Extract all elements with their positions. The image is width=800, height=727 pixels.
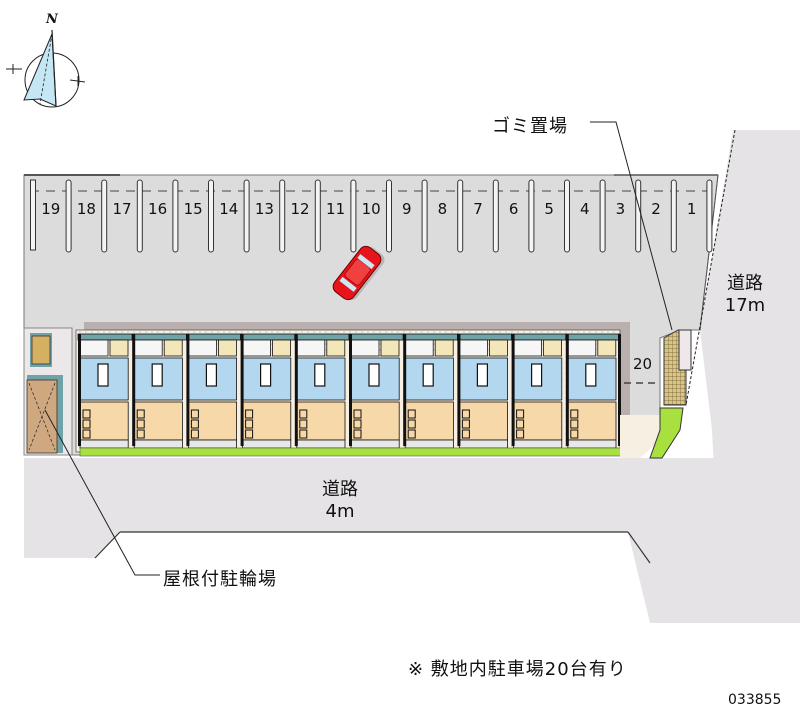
parking-space-number: 1 [686,200,697,218]
north-label: N [46,12,58,27]
east-road-label: 道路 17m [715,273,775,317]
stall-divider [528,179,535,253]
parking-space-number: 7 [473,200,483,218]
parking-space-number: 16 [148,200,168,218]
garbage-area-label: ゴミ置場 [492,116,568,137]
parking-space-number: 19 [41,200,61,218]
parking-space-number: 2 [651,200,661,218]
stall-divider [279,179,286,253]
east-road [700,130,800,623]
stall-divider [65,179,72,253]
apartment-unit [565,333,621,449]
apartment-unit [456,333,512,449]
stall-divider [492,179,499,253]
south-road-width: 4m [325,501,355,522]
property-code: 033855 [728,692,782,708]
south-road-name: 道路 [322,479,358,500]
parking-space-number: 9 [402,200,412,218]
apartment-unit [240,333,296,449]
building-units [77,333,621,449]
parking-space-number: 15 [183,200,203,218]
parking-stall-dividers [30,179,713,253]
parking-space-number: 6 [508,200,519,218]
stall-divider [350,179,357,253]
parking-space-number: 8 [437,200,448,218]
parking-space-number: 10 [361,200,381,218]
parking-space-number: 5 [544,200,554,218]
south-road-label: 道路 4m [300,479,380,523]
compass-icon [6,29,86,108]
apartment-unit [511,333,567,449]
stall-divider [670,179,677,253]
apartment-unit [402,333,458,449]
apartment-unit [131,333,187,449]
stall-divider [101,179,108,253]
parking-space-number: 4 [580,200,590,218]
apartment-unit [185,333,241,449]
bike-parking-label: 屋根付駐輪場 [163,569,277,590]
stall-divider [208,179,214,253]
stall-divider [635,179,642,253]
parking-space-20: 20 [633,355,653,373]
stall-divider [314,179,321,253]
parking-space-number: 13 [254,200,274,218]
stall-divider [243,179,250,253]
parking-space-number: 17 [112,200,132,218]
stall-divider [386,179,392,253]
green-area [649,407,684,459]
stall-divider [706,179,713,253]
parking-space-number: 12 [290,200,310,218]
building-end-wall [618,334,621,446]
stall-divider [30,179,36,251]
stall-divider [421,179,428,253]
parking-note: ※ 敷地内駐車場20台有り [408,659,627,680]
stall-divider [564,179,570,253]
stall-divider [599,179,606,253]
apartment-unit [348,333,404,449]
south-road [24,458,722,623]
parking-space-number: 3 [615,200,626,218]
car-icon [332,245,385,301]
apartment-unit [77,333,133,449]
east-road-width: 17m [724,295,766,316]
stall-divider [136,179,143,253]
stall-divider [172,179,179,253]
parking-space-number: 11 [326,200,346,218]
apartment-unit [294,333,350,449]
parking-space-number: 14 [219,200,239,218]
stall-divider [457,179,464,253]
east-road-name: 道路 [727,273,763,294]
parking-space-number: 18 [76,200,96,218]
